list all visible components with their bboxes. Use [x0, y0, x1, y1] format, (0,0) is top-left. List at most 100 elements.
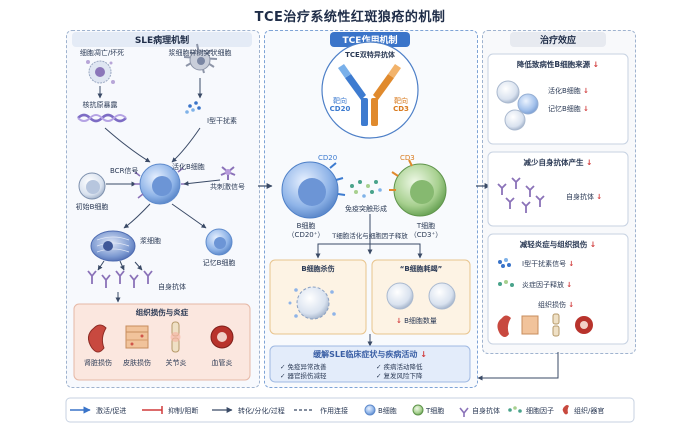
legend-cytokine: 细胞因子: [526, 407, 554, 415]
bispecific-antibody-icon: [338, 64, 401, 126]
bcr-label: BCR信号: [110, 167, 139, 175]
effect3-cytokine-icon: [498, 280, 514, 287]
kidney-icon: [88, 324, 107, 353]
effect3-ifn-icon: [498, 258, 511, 268]
pdc-icon: [183, 43, 218, 74]
b-cell-label-1: B细胞: [296, 222, 316, 230]
down-arrow-icon: ↓: [589, 240, 597, 249]
t-cell-label-2: （CD3⁺）: [409, 231, 443, 239]
sle-pathology-header: SLE病理机制: [72, 32, 252, 47]
t-cell-label-1: T细胞: [416, 222, 436, 230]
t-cell-cd3-icon: [389, 159, 447, 217]
cd3-tag: CD3: [400, 154, 415, 162]
cell-death-label: 细胞凋亡/坏死: [79, 49, 125, 57]
tce-mechanism-header: TCE作用机制: [330, 32, 410, 47]
target-cd3-label-1: 靶向: [394, 97, 408, 105]
outcome-item-3: ✓ 器官损伤减轻: [280, 372, 327, 380]
legend-transform: 转化/分化/过程: [238, 407, 285, 415]
b-count-label: ↓ B细胞数量: [396, 316, 437, 326]
effect1-item-2-text: 记忆B细胞: [548, 105, 581, 113]
skin-icon: [125, 325, 149, 349]
b-cell-cd20-icon: [281, 161, 346, 219]
vessel-icon: [210, 325, 234, 349]
activated-b-label: 活化B细胞: [172, 163, 205, 171]
effect1-item-1: 活化B细胞 ↓: [548, 86, 589, 96]
down-arrow-icon: ↓: [568, 301, 575, 309]
effect2-item: 自身抗体 ↓: [566, 192, 602, 202]
effect3-item-1: I型干扰素信号 ↓: [522, 259, 574, 269]
nuclear-antigen-label: 核抗原暴露: [82, 101, 118, 109]
legend-autoantibody: 自身抗体: [472, 407, 500, 415]
naive-b-cell-icon: [78, 172, 106, 200]
down-arrow-icon: ↓: [396, 317, 402, 325]
down-arrow-icon: ↓: [420, 350, 427, 359]
page-title: TCE治疗系统性红斑狼疮的机制: [254, 10, 446, 25]
plasma-label: 浆细胞: [140, 237, 161, 245]
outcome-text-3: 器官损伤减轻: [287, 372, 327, 380]
outcome-text-4: 复发风险下降: [383, 372, 423, 380]
effect2-header: 减少自身抗体产生 ↓: [524, 157, 593, 168]
target-cd3-label-2: CD3: [393, 105, 409, 113]
depleted-b-cells-icon: [386, 282, 456, 310]
costim-label: 共刺激信号: [210, 183, 245, 191]
down-arrow-icon: ↓: [586, 158, 593, 167]
tissue-damage-box: [73, 303, 251, 381]
down-arrow-icon: ↓: [592, 60, 600, 69]
memory-b-cell-icon: [205, 228, 233, 256]
down-arrow-icon: ↓: [568, 260, 575, 268]
down-arrow-icon: ↓: [566, 281, 573, 289]
outcome-header: 缓解SLE临床症状与疾病活动 ↓: [313, 349, 427, 360]
legend-tissue: 组织/器官: [574, 407, 605, 415]
effect2-item-text: 自身抗体: [566, 193, 594, 201]
organ-label-kidney: 肾脏损伤: [84, 359, 112, 367]
down-arrow-icon: ↓: [583, 87, 589, 95]
b-cell-label-2: （CD20⁺）: [287, 231, 325, 239]
dying-cell-icon: [86, 60, 115, 84]
clinical-outcome-box: [269, 345, 471, 383]
legend-b-cell: B细胞: [378, 407, 397, 415]
autoab-label: 自身抗体: [158, 283, 186, 291]
effect3-organs-icon: [497, 313, 593, 337]
down-arrow-icon: ↓: [583, 105, 589, 113]
b-kill-header: B细胞杀伤: [301, 265, 335, 273]
b-exhaust-header: “B细胞耗竭”: [399, 265, 443, 273]
organ-label-vessel: 血管炎: [211, 359, 233, 367]
outcome-item-1: ✓ 免疫异常改善: [280, 363, 327, 371]
autoantibody-icons: [87, 270, 153, 288]
effect1-header-text: 降低致病性B细胞来源: [516, 60, 591, 69]
t-activation-label: T细胞活化与细胞因子释放: [332, 232, 408, 240]
legend-activate: 激活/促进: [96, 407, 127, 415]
outcome-text-2: 疾病活动降低: [383, 363, 423, 371]
effect3-header: 减轻炎症与组织损伤 ↓: [520, 239, 596, 250]
b-cell-exhaust-box: [371, 259, 471, 335]
cytokine-dots: [350, 180, 382, 198]
effect3-item-3: 组织损伤 ↓: [538, 300, 574, 310]
outcome-header-text: 缓解SLE临床症状与疾病活动: [313, 350, 418, 359]
organ-label-joint: 关节炎: [165, 359, 187, 367]
costim-icon: [220, 166, 236, 180]
effect3-item-1-text: I型干扰素信号: [522, 260, 567, 268]
outcome-item-2: ✓ 疾病活动降低: [376, 363, 423, 371]
effect2-box: [487, 151, 629, 227]
plasma-cell-icon: [90, 230, 136, 262]
joint-icon: [170, 321, 181, 353]
b-count-text: B细胞数量: [404, 317, 437, 325]
ifn-icon: [185, 101, 201, 114]
therapeutic-effects-header: 治疗效应: [510, 32, 606, 47]
effect2-header-text: 减少自身抗体产生: [523, 158, 584, 167]
naive-b-label: 初始B细胞: [75, 203, 109, 211]
target-cd20-label-2: CD20: [329, 105, 351, 113]
down-arrow-icon: ↓: [596, 193, 603, 201]
effect3-item-2-text: 炎症因子释放: [522, 281, 564, 289]
effect3-header-text: 减轻炎症与组织损伤: [519, 240, 588, 249]
tissue-header: 组织损伤与炎症: [135, 308, 189, 317]
lysed-b-cell-icon: [288, 286, 336, 320]
outcome-item-4: ✓ 复发风险下降: [376, 372, 423, 380]
synapse-label: 免疫突触形成: [345, 205, 387, 213]
effect3-item-3-text: 组织损伤: [538, 301, 566, 309]
ifn-label: I型干扰素: [206, 117, 238, 125]
memory-b-label: 记忆B细胞: [202, 259, 236, 267]
outcome-text-1: 免疫异常改善: [287, 363, 327, 371]
effect1-header: 降低致病性B细胞来源 ↓: [517, 59, 599, 70]
